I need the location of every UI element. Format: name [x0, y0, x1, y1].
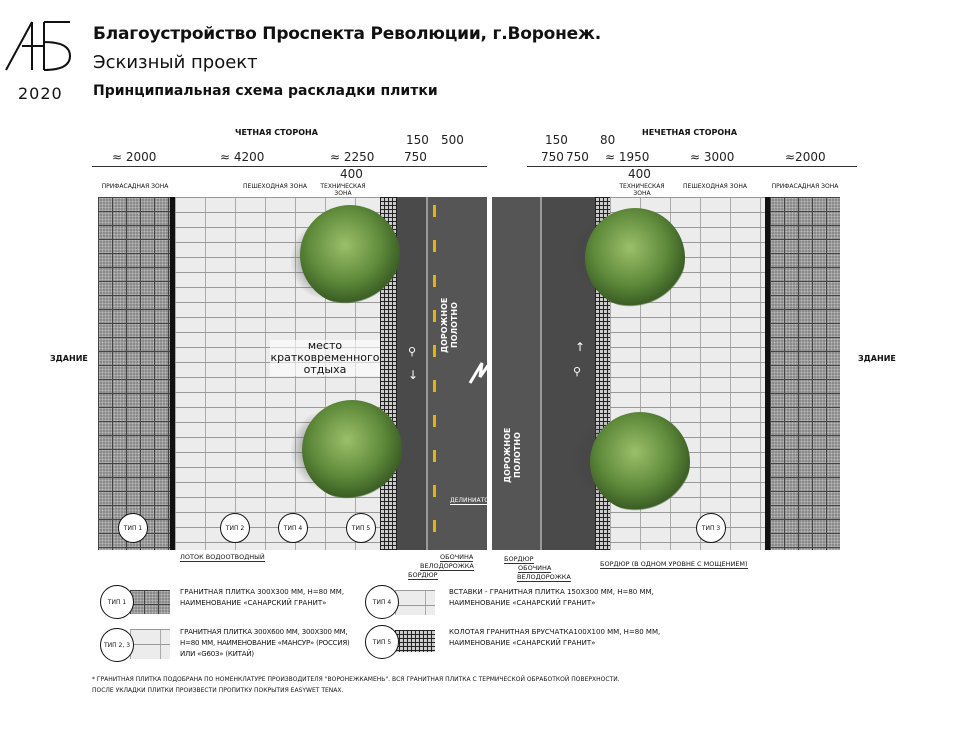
legend-text: ГРАНИТНАЯ ПЛИТКА 300Х600 ММ, 300Х300 ММ,… [180, 628, 350, 658]
dimension-line-right [527, 166, 857, 167]
callout-shoulder-left: ОБОЧИНА [440, 553, 474, 562]
callout-bikeway-right: ВЕЛОДОРОЖКА [517, 573, 571, 582]
dim-label: ≈ 2000 [112, 150, 157, 164]
legend-swatch [130, 590, 170, 614]
lane-line [540, 197, 542, 550]
logo [4, 18, 74, 73]
callout-curb-level: БОРДЮР (В ОДНОМ УРОВНЕ С МОЩЕНИЕМ) [600, 560, 748, 569]
zone-technical-left: ТЕХНИЧЕСКАЯ ЗОНА [320, 183, 366, 197]
dim-label: 500 [441, 133, 464, 147]
type-badge: ТИП 4 [278, 513, 308, 543]
zone-facade-left: ПРИФАСАДНАЯ ЗОНА [101, 183, 169, 190]
zone-pedestrian-right: ПЕШЕХОДНАЯ ЗОНА [683, 183, 747, 190]
delineator-post [433, 310, 436, 322]
legend-item-type1: ТИП 1 ГРАНИТНАЯ ПЛИТКА 300Х300 ММ, Н=80 … [100, 585, 360, 621]
facade-zone-paving-left [98, 197, 170, 550]
legend-text: ГРАНИТНАЯ ПЛИТКА 300Х300 ММ, Н=80 ММ, НА… [180, 588, 345, 607]
legend-swatch [130, 629, 170, 659]
delineator-post [433, 380, 436, 392]
dim-label: 750 [566, 150, 589, 164]
callout-gutter: ЛОТОК ВОДООТВОДНЫЙ [180, 553, 265, 562]
bikeway-left [397, 197, 426, 550]
legend-item-type23: ТИП 2, 3 ГРАНИТНАЯ ПЛИТКА 300Х600 ММ, 30… [100, 625, 362, 665]
dim-label: ≈2000 [785, 150, 826, 164]
zone-facade-right: ПРИФАСАДНАЯ ЗОНА [771, 183, 839, 190]
legend-swatch [395, 590, 435, 615]
dim-label: ≈ 3000 [690, 150, 735, 164]
even-side-title: ЧЕТНАЯ СТОРОНА [235, 128, 318, 137]
rest-area-label: место кратковременного отдыха [270, 339, 380, 376]
dim-label: 80 [600, 133, 616, 147]
road-label-left: ДОРОЖНОЕ ПОЛОТНО [440, 297, 459, 353]
zone-technical-right: ТЕХНИЧЕСКАЯ ЗОНА [619, 183, 665, 197]
dim-label: 150 [406, 133, 429, 147]
bike-icon: ⚲ [573, 365, 582, 378]
odd-side-title: НЕЧЕТНАЯ СТОРОНА [642, 128, 738, 137]
legend-swatch [395, 630, 435, 652]
callout-bikeway-left: ВЕЛОДОРОЖКА [420, 562, 474, 571]
callout-curb-left: БОРДЮР [408, 571, 438, 580]
delineator-post [433, 205, 436, 217]
legend-text: ВСТАВКИ - ГРАНИТНАЯ ПЛИТКА 150Х300 ММ, Н… [449, 588, 654, 607]
tree [585, 208, 685, 308]
arrow-up-icon: ↑ [575, 340, 586, 354]
bike-icon: ⚲ [408, 345, 417, 358]
footnote-line: ПОСЛЕ УКЛАДКИ ПЛИТКИ ПРОИЗВЕСТИ ПРОПИТКУ… [92, 687, 344, 694]
logo-mark-icon [5, 21, 72, 71]
dim-label: 400 [340, 167, 363, 181]
legend-badge: ТИП 1 [100, 585, 134, 619]
road-right [492, 197, 540, 550]
dim-label: 750 [404, 150, 427, 164]
legend-badge: ТИП 5 [365, 625, 399, 659]
facade-zone-paving-right [770, 197, 840, 550]
break-line-icon [468, 356, 496, 384]
scheme-title: Принципиальная схема раскладки плитки [93, 83, 438, 99]
dim-label: 150 [545, 133, 568, 147]
year: 2020 [18, 84, 63, 103]
lane-line [426, 197, 428, 550]
delineator-post [433, 240, 436, 252]
delineator-post [433, 450, 436, 462]
road-label-right: ДОРОЖНОЕ ПОЛОТНО [503, 427, 522, 483]
delineator-post [433, 275, 436, 287]
dim-label: ≈ 4200 [220, 150, 265, 164]
legend-badge: ТИП 2, 3 [100, 628, 134, 662]
legend-item-type5: ТИП 5 КОЛОТАЯ ГРАНИТНАЯ БРУСЧАТКА100Х100… [365, 625, 675, 661]
tree [302, 400, 402, 500]
tree [300, 205, 400, 305]
callout-curb-right: БОРДЮР [504, 555, 534, 564]
type-badge: ТИП 2 [220, 513, 250, 543]
type-badge: ТИП 1 [118, 513, 148, 543]
zone-pedestrian-left: ПЕШЕХОДНАЯ ЗОНА [243, 183, 307, 190]
arrow-down-icon: ↓ [408, 368, 419, 382]
page-subtitle: Эскизный проект [93, 52, 258, 73]
legend-item-type4: ТИП 4 ВСТАВКИ - ГРАНИТНАЯ ПЛИТКА 150Х300… [365, 585, 675, 621]
delineator-post [433, 485, 436, 497]
dim-label: 750 [541, 150, 564, 164]
page-title: Благоустройство Проспекта Революции, г.В… [93, 24, 601, 44]
footnote: * ГРАНИТНАЯ ПЛИТКА ПОДОБРАНА ПО НОМЕНКЛА… [92, 674, 620, 696]
dim-label: ≈ 1950 [605, 150, 650, 164]
type-badge: ТИП 3 [696, 513, 726, 543]
legend-badge: ТИП 4 [365, 585, 399, 619]
delineator-post [433, 415, 436, 427]
delineator-label: ДЕЛИНИАТОР [450, 497, 493, 505]
callout-shoulder-right: ОБОЧИНА [518, 564, 552, 573]
dimension-line-left [92, 166, 487, 167]
footnote-line: * ГРАНИТНАЯ ПЛИТКА ПОДОБРАНА ПО НОМЕНКЛА… [92, 676, 620, 683]
dim-label: ≈ 2250 [330, 150, 375, 164]
type-badge: ТИП 5 [346, 513, 376, 543]
drainage-gutter-right [765, 197, 770, 550]
delineator-post [433, 520, 436, 532]
drainage-gutter-left [170, 197, 175, 550]
building-right-label: ЗДАНИЕ [858, 354, 896, 363]
building-left-label: ЗДАНИЕ [50, 354, 88, 363]
dim-label: 400 [628, 167, 651, 181]
legend-text: КОЛОТАЯ ГРАНИТНАЯ БРУСЧАТКА100Х100 ММ, Н… [449, 628, 661, 647]
tree [590, 412, 690, 512]
delineator-post [433, 345, 436, 357]
